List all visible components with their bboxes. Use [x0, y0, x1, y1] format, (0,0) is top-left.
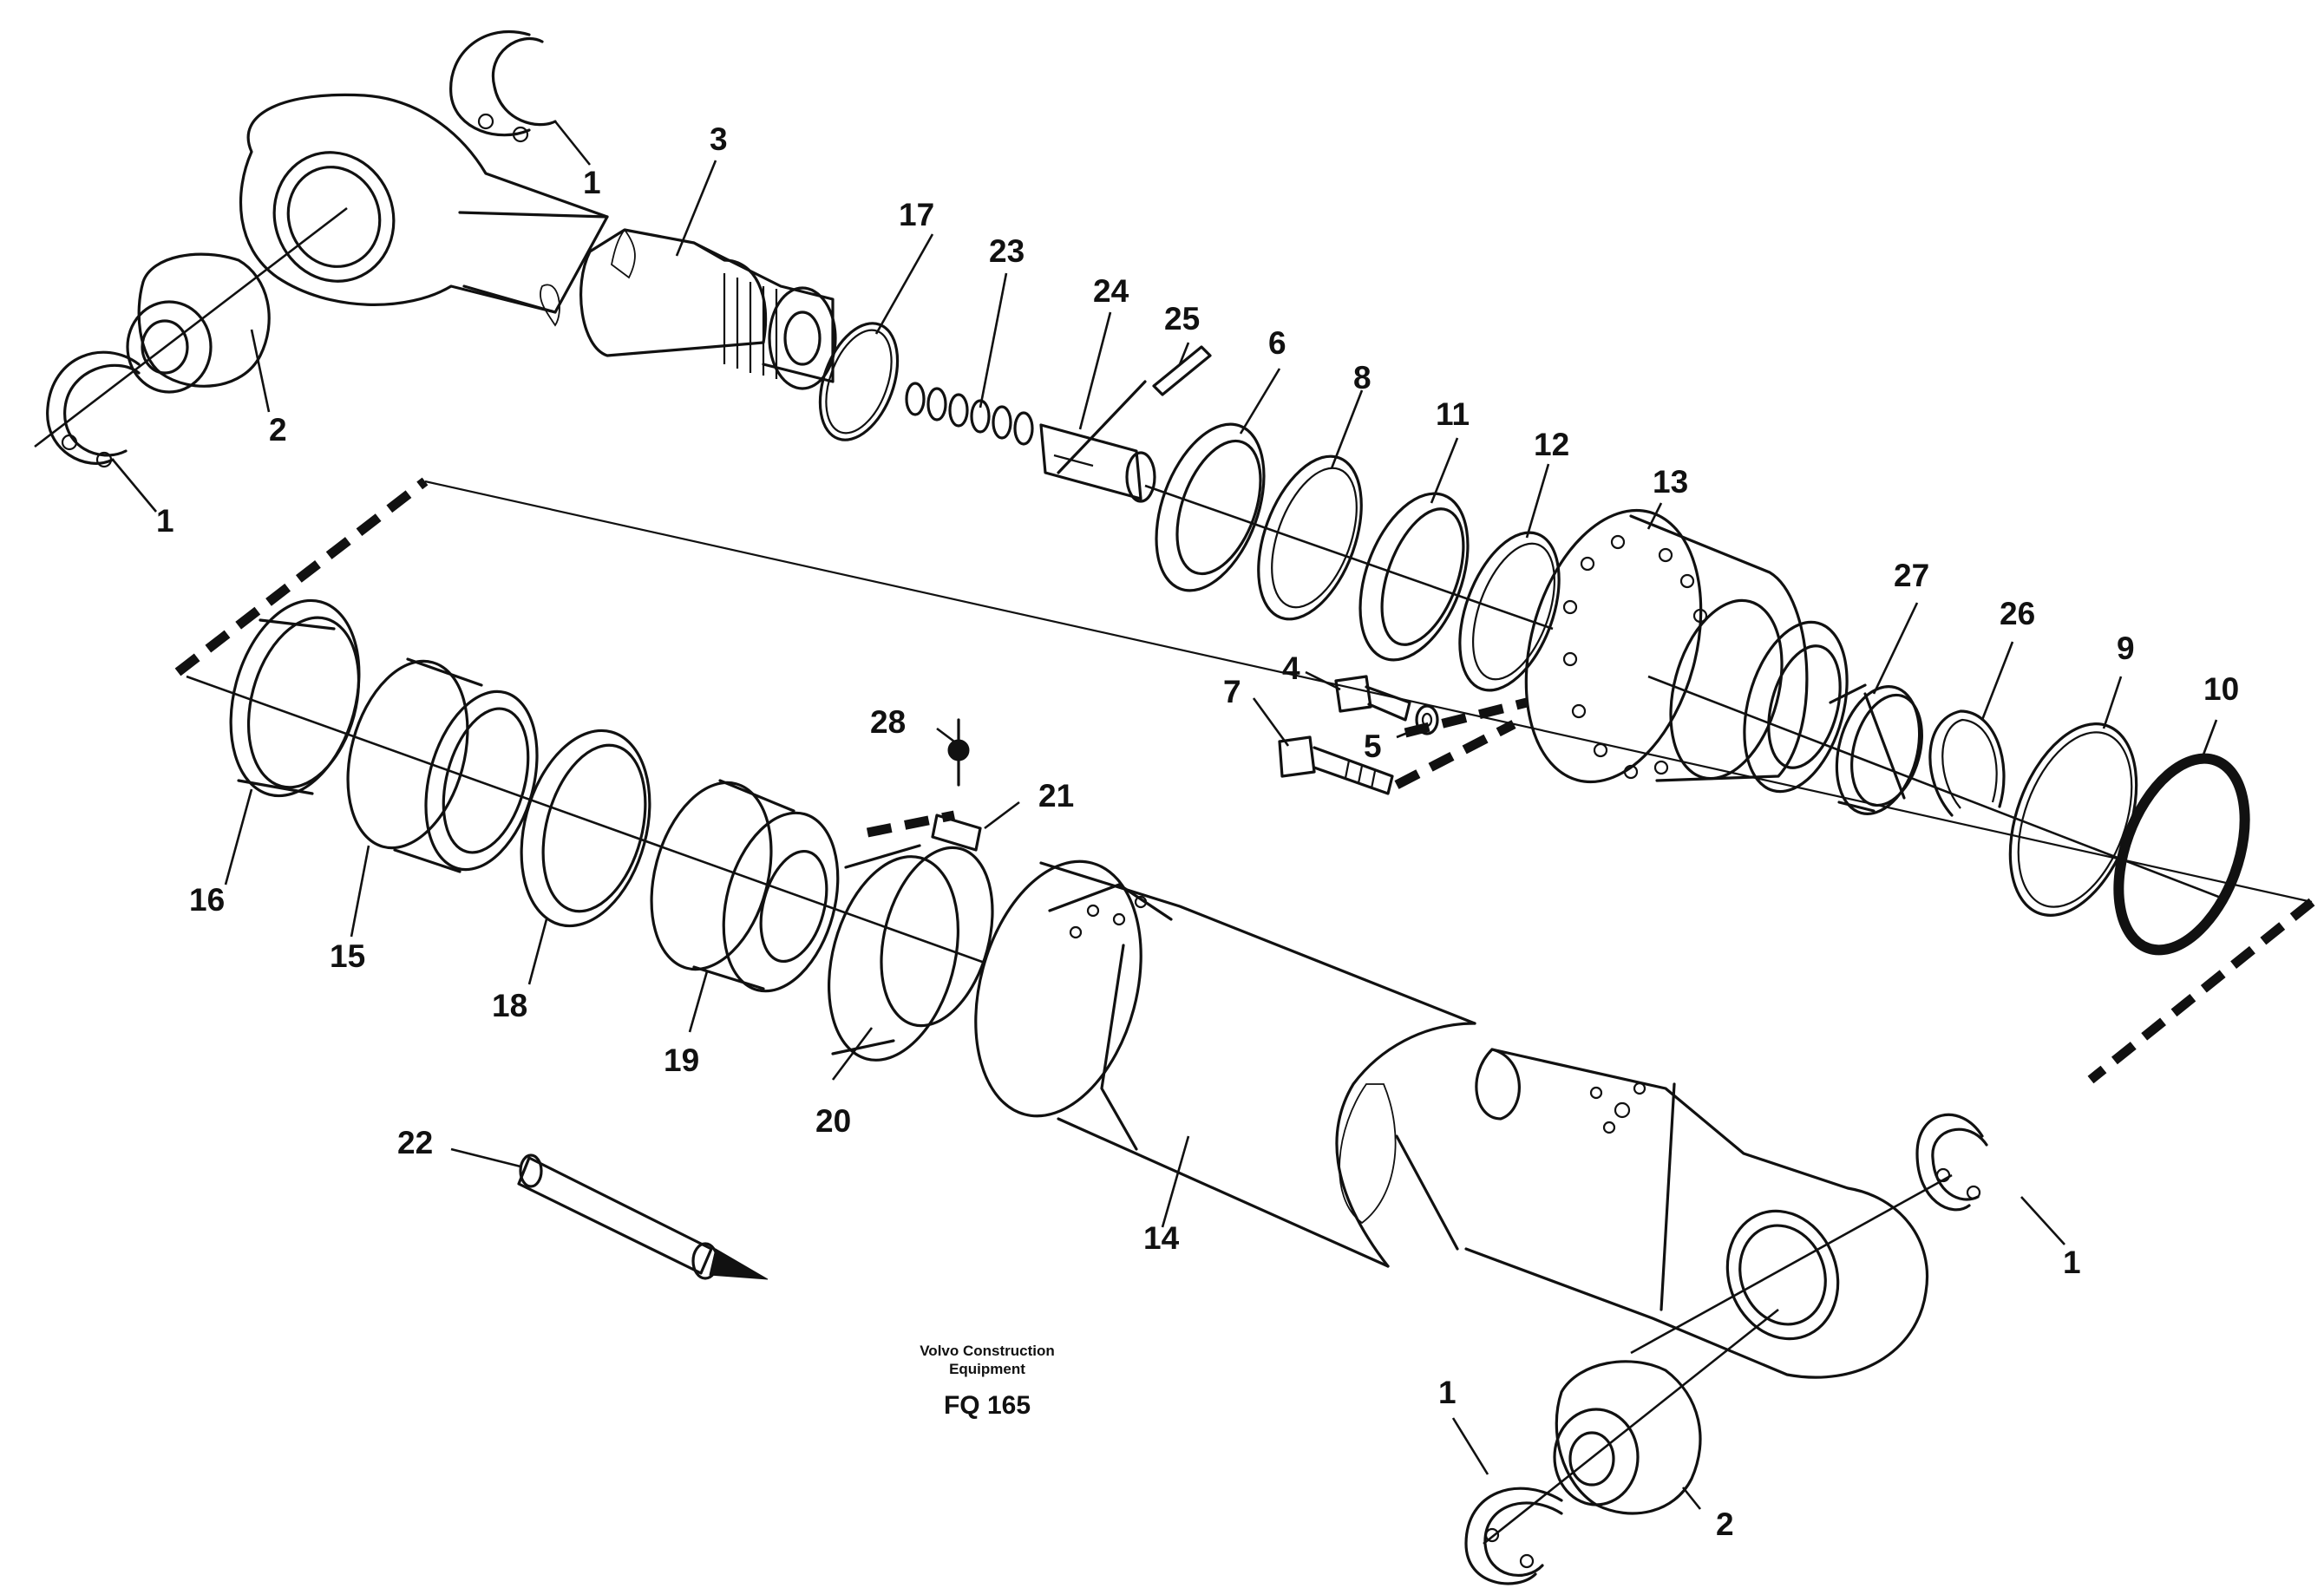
spacer-20	[827, 844, 994, 1062]
callout-17: 17	[899, 197, 934, 232]
ring-26	[1928, 709, 2006, 817]
circlip-upper-top	[449, 29, 557, 143]
bolt-7	[1278, 735, 1394, 795]
cylinder-head-13	[1524, 508, 1849, 794]
callout-2: 2	[269, 412, 287, 448]
callout-16: 16	[189, 882, 225, 918]
callout-13: 13	[1653, 464, 1688, 500]
callout-24: 24	[1093, 273, 1129, 309]
callout-18: 18	[492, 988, 527, 1023]
callout-6: 6	[1268, 325, 1286, 361]
lubrication-nipple-28	[947, 718, 970, 787]
cylinder-tube-14	[974, 859, 1928, 1379]
pin-22	[517, 1153, 769, 1280]
callout-1: 1	[583, 165, 601, 200]
caption-line-1: Volvo Construction	[920, 1343, 1055, 1359]
callout-7: 7	[1223, 674, 1241, 709]
callout-25: 25	[1164, 301, 1200, 337]
rod-end-eye	[239, 93, 609, 327]
callout-12: 12	[1534, 427, 1569, 462]
seal-11	[1358, 492, 1470, 662]
callout-9: 9	[2117, 631, 2135, 666]
callout-15: 15	[330, 938, 365, 974]
ring-10	[2113, 753, 2250, 956]
callout-11: 11	[1436, 396, 1470, 432]
callout-26: 26	[2000, 596, 2035, 631]
spherical-bearing-upper	[126, 252, 271, 394]
piston-rod-upper	[579, 228, 837, 390]
callout-5: 5	[1364, 729, 1382, 764]
callout-28: 28	[870, 704, 906, 740]
seal-12	[1458, 531, 1561, 692]
callout-8: 8	[1353, 360, 1371, 395]
seal-ring-18	[520, 729, 651, 928]
callout-2: 2	[1716, 1506, 1734, 1542]
callout-27: 27	[1894, 558, 1929, 593]
bolt-4	[1334, 675, 1411, 722]
callout-3: 3	[710, 121, 728, 157]
piston-nut-19	[650, 779, 840, 993]
check-valve-24	[1039, 380, 1156, 503]
callout-19: 19	[664, 1042, 699, 1078]
callout-14: 14	[1143, 1220, 1180, 1256]
pin-25	[1152, 345, 1212, 396]
assembly-frame	[174, 477, 2315, 1084]
o-ring-17	[818, 322, 900, 441]
callout-4: 4	[1282, 650, 1300, 686]
callout-1: 1	[156, 503, 174, 539]
callout-22: 22	[397, 1125, 433, 1160]
circlip-lower-left	[1464, 1487, 1563, 1585]
figure-code: FQ 165	[944, 1391, 1031, 1420]
circlip-lower-right	[1915, 1113, 1988, 1212]
guide-ring-16	[229, 598, 361, 798]
spherical-bearing-lower	[1553, 1360, 1702, 1515]
callout-20: 20	[815, 1103, 851, 1139]
callout-labels: 1 1 2 3 17 23 24 25 6 8 11 12 13 27 26 9…	[156, 121, 2239, 1542]
callout-1: 1	[2063, 1245, 2081, 1280]
leader-lines	[112, 121, 2218, 1510]
callout-21: 21	[1038, 778, 1074, 814]
circlip-upper-left	[46, 350, 141, 468]
manufacturer-caption: Volvo Construction Equipment FQ 165	[920, 1343, 1055, 1420]
callout-10: 10	[2203, 671, 2239, 707]
callout-1: 1	[1438, 1375, 1457, 1410]
spring-23	[905, 382, 1034, 446]
callout-23: 23	[989, 233, 1025, 269]
grub-screw-21	[931, 814, 982, 852]
caption-line-2: Equipment	[949, 1361, 1025, 1377]
seal-8	[1257, 454, 1363, 621]
bushing-27	[1829, 683, 1923, 815]
